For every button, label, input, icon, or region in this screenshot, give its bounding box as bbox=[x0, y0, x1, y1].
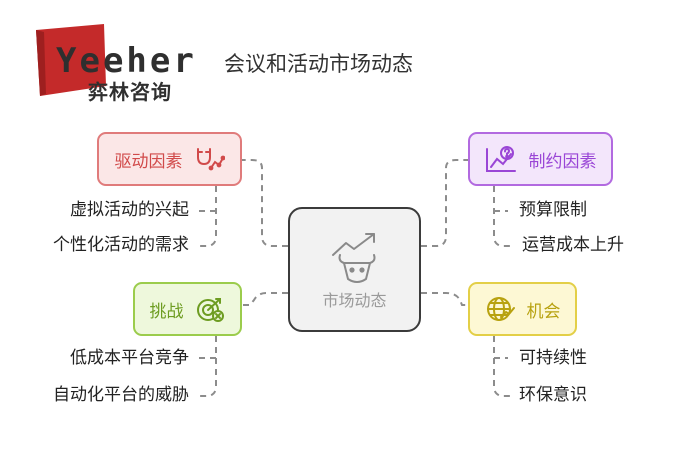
opportunities-label: 机会 bbox=[526, 301, 561, 322]
globe-growth-icon bbox=[486, 297, 515, 321]
challenges-label: 挑战 bbox=[149, 301, 184, 322]
connector-challenges-leaves bbox=[196, 336, 217, 397]
drivers-label: 驱动因素 bbox=[114, 151, 183, 172]
node-constraints: 制约因素 bbox=[468, 132, 613, 186]
drivers-item: 个性化活动的需求 bbox=[53, 235, 189, 255]
connector-constraints bbox=[421, 159, 468, 247]
logo-wordmark: Yeeher bbox=[56, 41, 197, 81]
question-chart-icon bbox=[485, 146, 516, 172]
center-label: 市场动态 bbox=[322, 291, 387, 310]
logo-flag-icon bbox=[36, 24, 106, 96]
page-title: 会议和活动市场动态 bbox=[224, 52, 413, 76]
node-drivers: 驱动因素 bbox=[97, 132, 242, 186]
logo-subtitle: 弈林咨询 bbox=[88, 80, 172, 104]
connector-challenges bbox=[242, 292, 288, 306]
challenges-item: 低成本平台竞争 bbox=[70, 348, 189, 368]
constraints-label: 制约因素 bbox=[528, 151, 597, 172]
connector-opportunities-leaves bbox=[493, 336, 512, 397]
brand-logo: Yeeher 弈林咨询 bbox=[34, 24, 194, 108]
node-challenges: 挑战 bbox=[133, 282, 242, 336]
target-x-icon bbox=[196, 298, 224, 322]
connector-constraints-leaves bbox=[493, 186, 512, 247]
drivers-item: 虚拟活动的兴起 bbox=[70, 200, 189, 220]
connector-drivers-leaves bbox=[196, 186, 217, 247]
node-market-dynamics: 市场动态 bbox=[288, 207, 421, 332]
constraints-item: 运营成本上升 bbox=[522, 235, 624, 255]
opportunities-item: 环保意识 bbox=[519, 385, 587, 405]
node-opportunities: 机会 bbox=[468, 282, 577, 336]
challenges-item: 自动化平台的威胁 bbox=[53, 385, 189, 405]
connector-drivers bbox=[242, 159, 288, 247]
trend-bull-icon bbox=[332, 233, 376, 283]
magnet-trend-icon bbox=[196, 148, 225, 171]
constraints-item: 预算限制 bbox=[519, 200, 587, 220]
opportunities-item: 可持续性 bbox=[519, 348, 587, 368]
connector-opportunities bbox=[421, 292, 468, 306]
